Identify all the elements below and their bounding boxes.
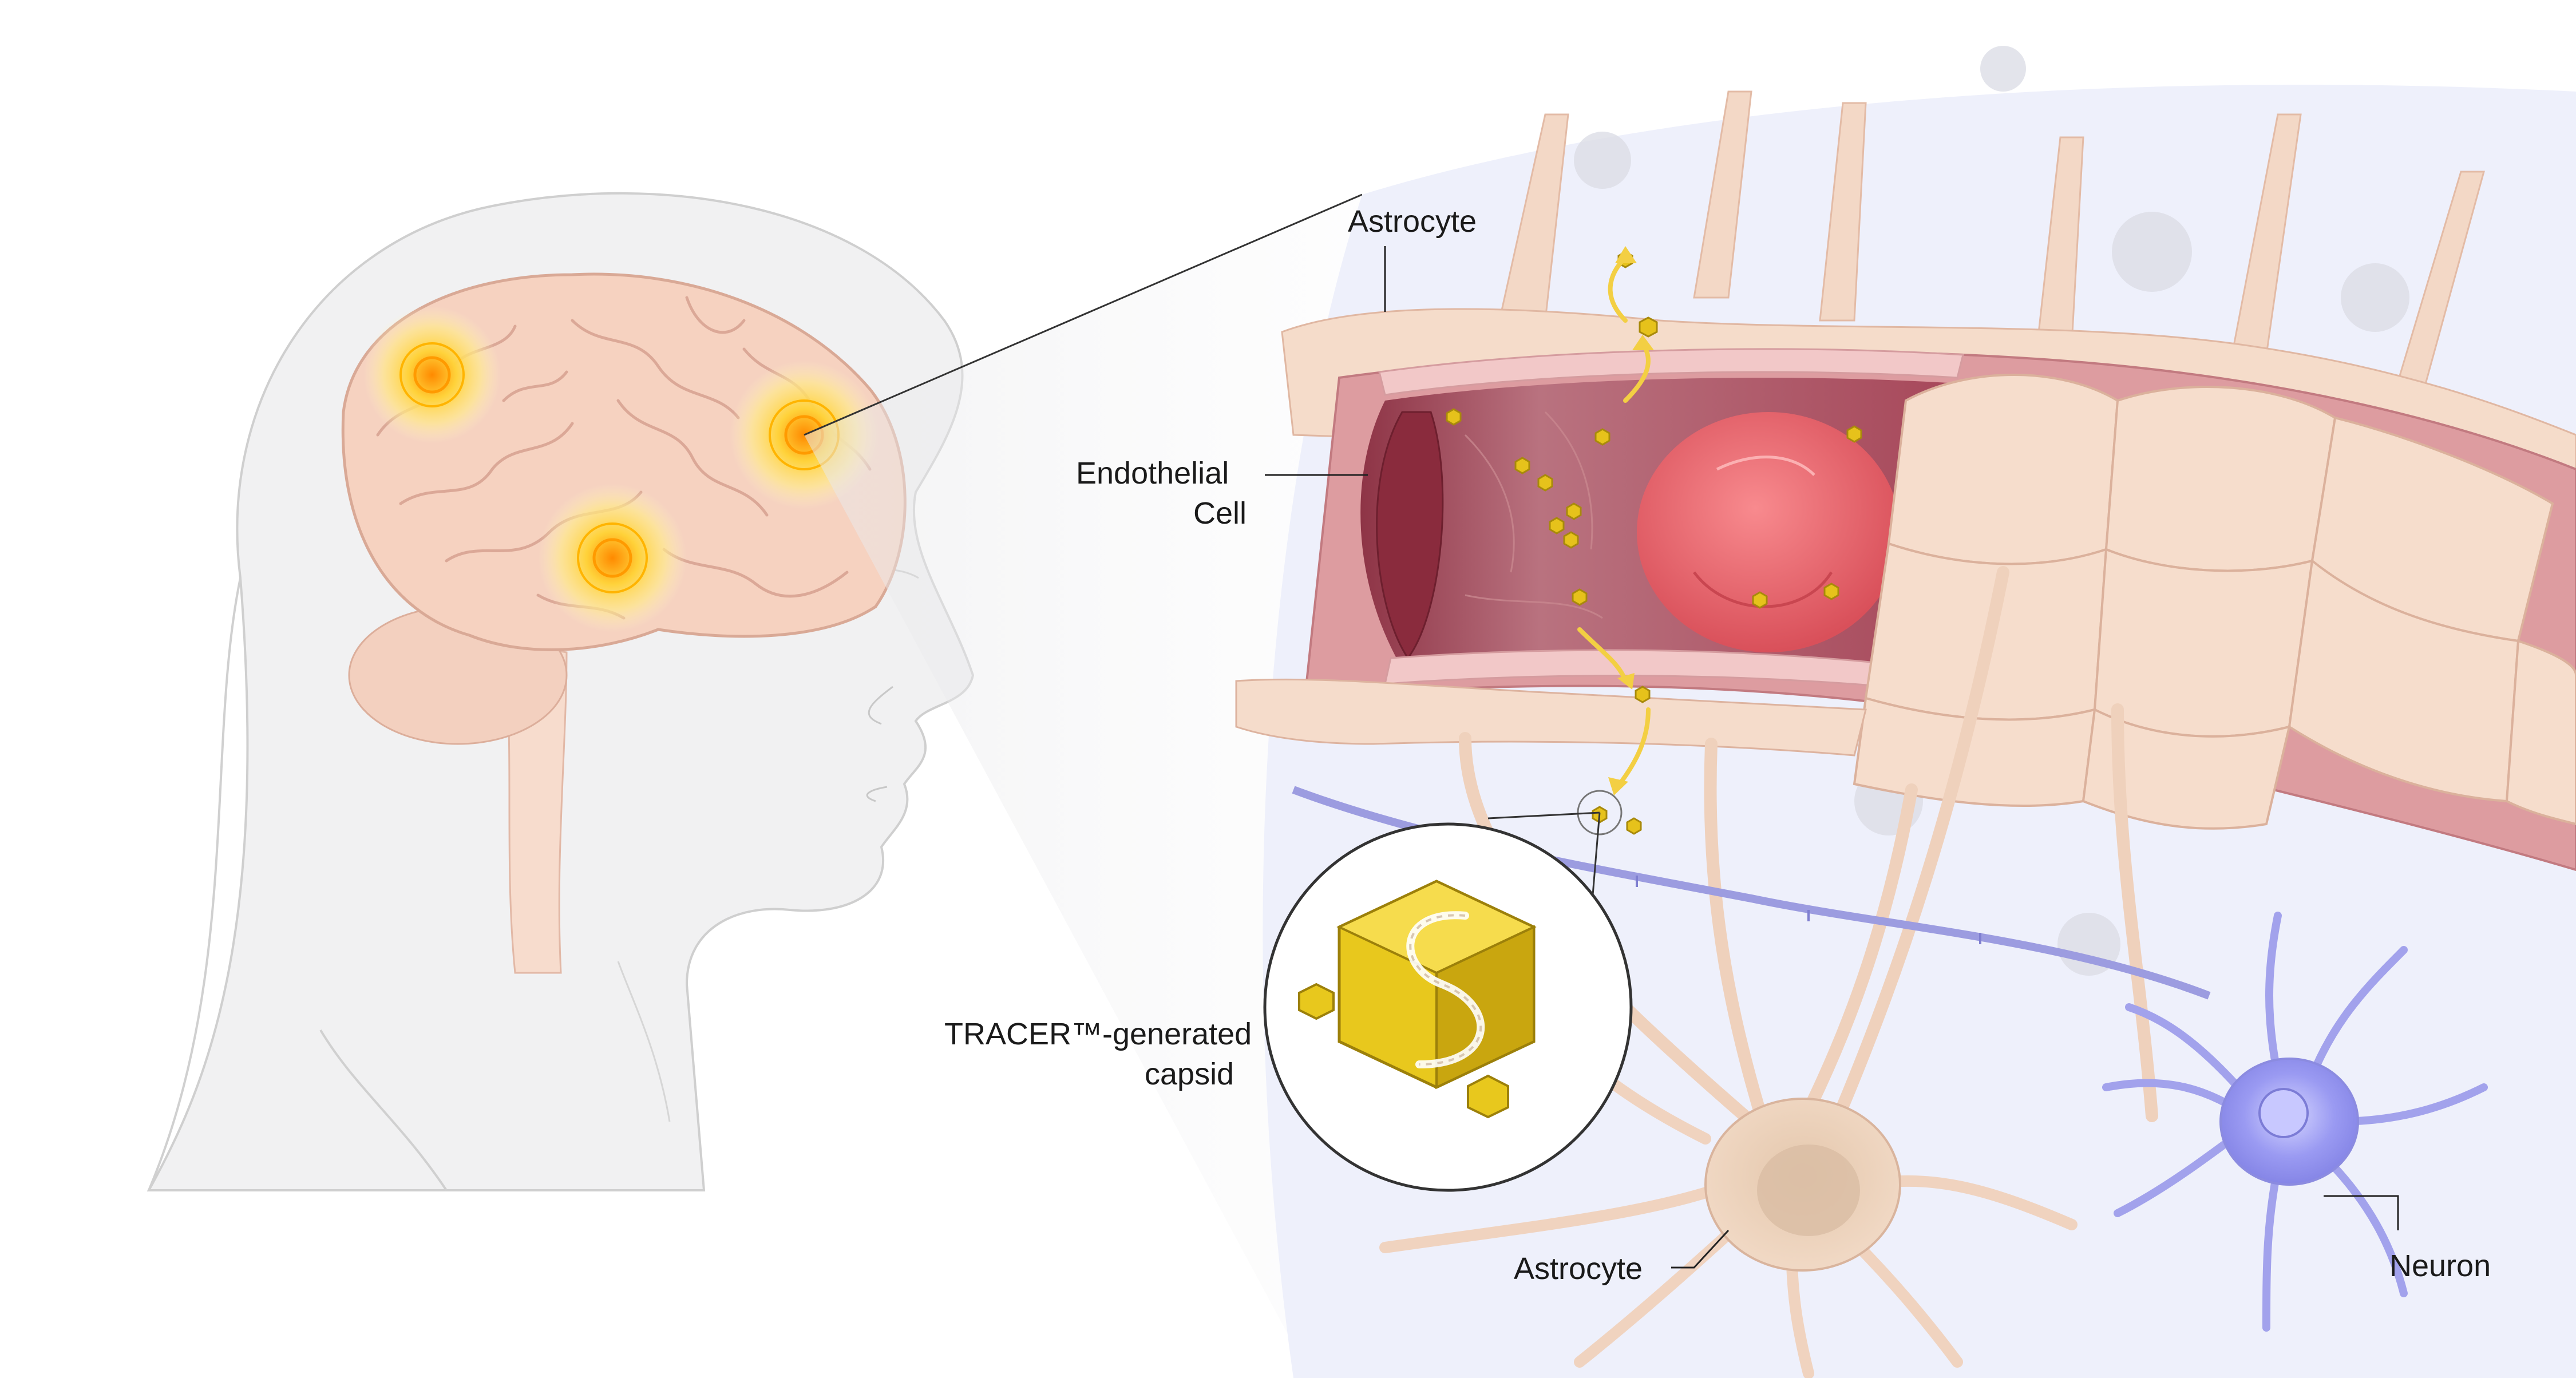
label-astrocyte-top: Astrocyte: [1348, 204, 1477, 239]
capsid-small: [1298, 983, 1335, 1020]
capsid-particle: [1823, 583, 1839, 600]
capsid-large: [1336, 880, 1537, 1090]
capsid-small: [1467, 1074, 1509, 1119]
capsid-particle: [1635, 686, 1651, 703]
label-capsid-line1: TRACER™-generated: [944, 1017, 1252, 1051]
astrocyte-endfeet-right: [1853, 374, 2576, 830]
descending-processes: [1459, 566, 2158, 1139]
leader-astrocyte-bottom: [1671, 1229, 1730, 1269]
label-capsid-line2: capsid: [1145, 1057, 1234, 1091]
capsid-particle: [1537, 474, 1553, 492]
arrow-heads: [1608, 246, 1654, 795]
capsid-inset: [1263, 811, 1633, 1192]
label-astrocyte-bottom: Astrocyte: [1514, 1252, 1643, 1286]
astrocyte-endfeet-bottom: [1235, 678, 1867, 757]
red-blood-cell: [1637, 412, 1900, 652]
label-endothelial-line1: Endothelial: [1076, 456, 1229, 490]
capsid-zoom-source: [1577, 790, 1623, 835]
capsid-particle: [1626, 817, 1642, 835]
top-astrocyte-processes: [1498, 90, 2485, 402]
capsid-particle: [1594, 428, 1611, 446]
capsid-particle: [1446, 408, 1462, 426]
capsid-particle: [1639, 316, 1658, 338]
capsid-particle: [1846, 425, 1862, 443]
capsid-particle: [1566, 502, 1582, 520]
leader-neuron: [2324, 1195, 2399, 1230]
glow-hotspot: [363, 306, 501, 444]
zoom-cone: [804, 195, 1362, 1345]
label-neuron: Neuron: [2389, 1249, 2491, 1283]
capsid-particle: [1514, 457, 1530, 474]
capsid-particle: [1752, 591, 1768, 609]
neuron: [2102, 912, 2488, 1332]
capsid-particle: [1563, 531, 1579, 549]
label-endothelial-line2: Cell: [1193, 496, 1247, 530]
glow-hotspot: [538, 484, 687, 632]
capsid-particle: [1549, 517, 1565, 534]
zoom-cone-edge: [804, 193, 1363, 436]
capsid-particle: [1572, 588, 1588, 606]
